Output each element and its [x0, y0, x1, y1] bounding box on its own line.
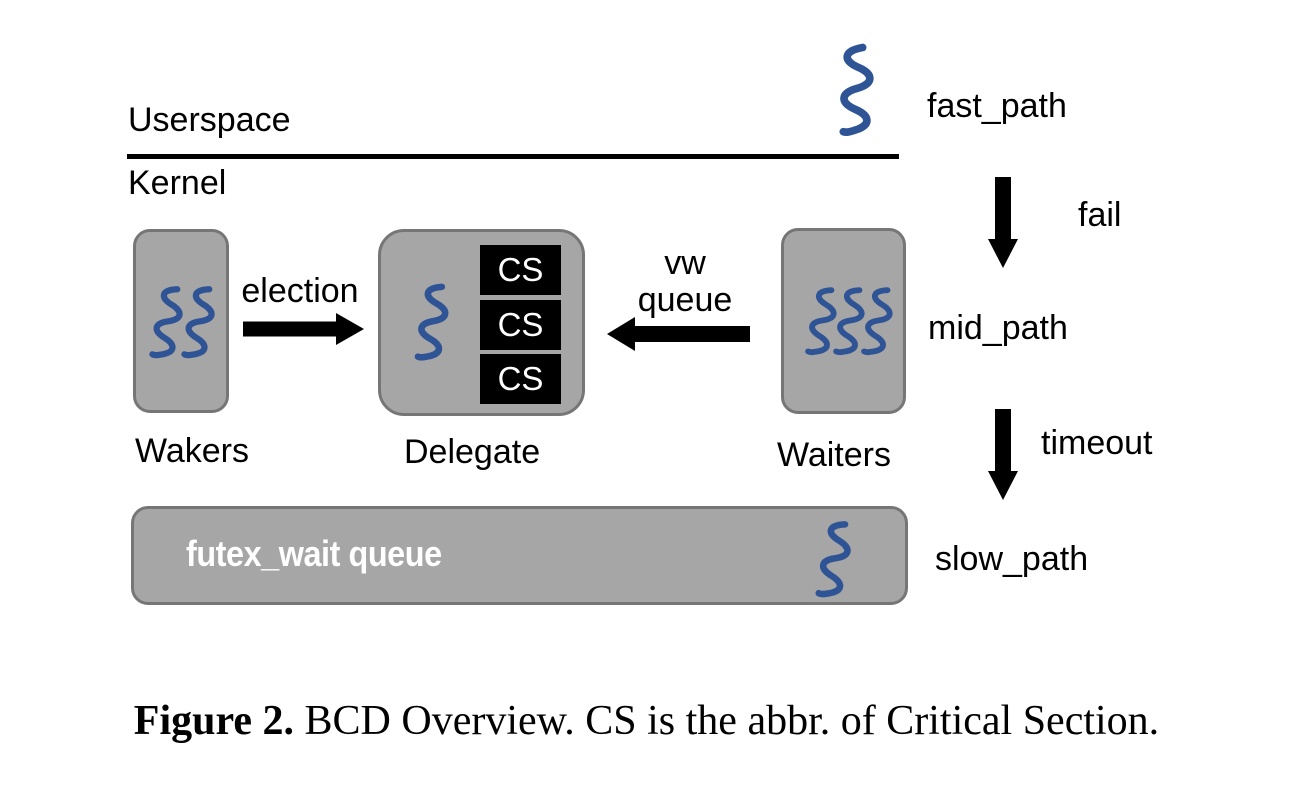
cs-label: CS	[497, 306, 544, 343]
futex-wait-queue-label: futex_wait queue	[186, 533, 442, 574]
vw-queue-label: vw queue	[637, 244, 733, 319]
fast-path-label: fast_path	[927, 87, 1067, 125]
delegate-label: Delegate	[404, 433, 541, 471]
vw-queue-arrow-icon	[607, 317, 750, 351]
waiters-label: Waiters	[777, 436, 891, 474]
fail-arrow-icon	[988, 177, 1018, 268]
slow-path-label: slow_path	[935, 540, 1089, 578]
figure-caption: Figure 2. BCD Overview. CS is the abbr. …	[0, 697, 1293, 745]
userspace-kernel-divider	[127, 154, 899, 159]
critical-section-box: CS	[480, 245, 561, 295]
timeout-label: timeout	[1041, 424, 1153, 462]
userspace-label: Userspace	[128, 101, 291, 139]
delegate-thread-icon	[404, 276, 455, 369]
wakers-box	[133, 229, 229, 413]
figure-caption-number: Figure 2.	[133, 698, 295, 744]
election-arrow-icon	[243, 313, 364, 345]
kernel-label: Kernel	[128, 164, 227, 202]
fail-label: fail	[1078, 196, 1122, 234]
futex-wait-queue-box	[131, 506, 908, 605]
futex-thread-icon	[804, 513, 857, 605]
figure-caption-text: BCD Overview. CS is the abbr. of Critica…	[294, 698, 1160, 744]
critical-section-box: CS	[480, 300, 561, 350]
critical-section-box: CS	[480, 354, 561, 404]
waiters-box	[781, 228, 906, 414]
cs-label: CS	[497, 251, 544, 288]
timeout-arrow-icon	[988, 409, 1018, 500]
cs-label: CS	[497, 360, 544, 397]
fast-path-thread-icon	[827, 43, 877, 138]
delegate-box: CS CS CS	[378, 229, 585, 416]
mid-path-label: mid_path	[928, 309, 1068, 347]
election-label: election	[241, 272, 359, 310]
wakers-label: Wakers	[135, 432, 249, 470]
